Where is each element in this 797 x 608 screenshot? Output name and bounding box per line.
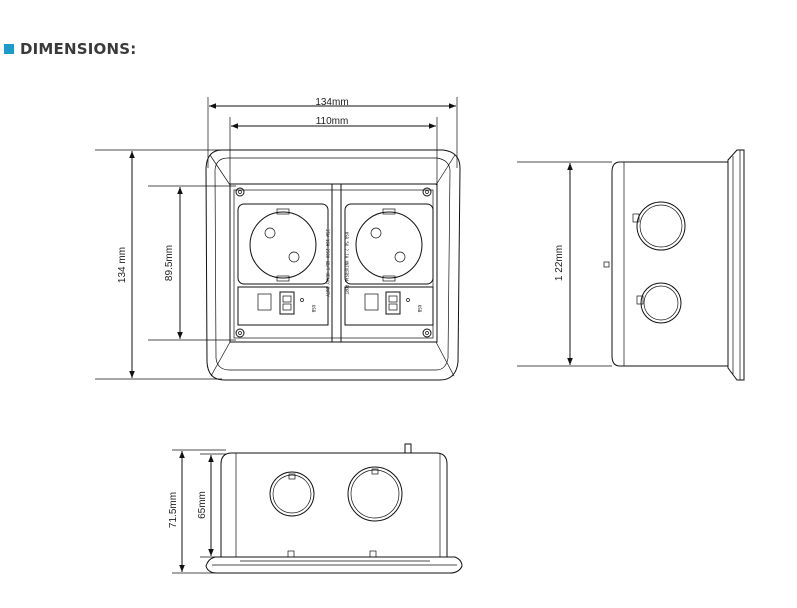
height-inner-label: 89.5mm <box>164 245 175 281</box>
svg-text:USB: USB <box>311 305 316 313</box>
svg-text:USB: USB <box>417 305 422 313</box>
square-bullet-icon <box>4 44 14 54</box>
side-view: 1 22mm <box>517 149 745 381</box>
width-inner-label: 110mm <box>316 116 349 127</box>
svg-text:USB 5V 2.1A UNIVERSAL PORT: USB 5V 2.1A UNIVERSAL PORT <box>344 232 349 295</box>
section-heading: DIMENSIONS: <box>4 40 136 58</box>
height-outer-label: 134 mm <box>117 247 128 283</box>
front-view: 71.5mm 65mm <box>168 443 463 574</box>
width-outer-label: 134mm <box>315 97 348 108</box>
front-height-box-label: 65mm <box>197 491 208 519</box>
top-view: 134mm 110mm 134 mm 89.5mm 25W 16A 250V G… <box>95 97 461 381</box>
side-height-label: 1 22mm <box>554 245 565 281</box>
section-title: DIMENSIONS: <box>20 40 137 58</box>
front-height-total-label: 71.5mm <box>168 492 179 528</box>
